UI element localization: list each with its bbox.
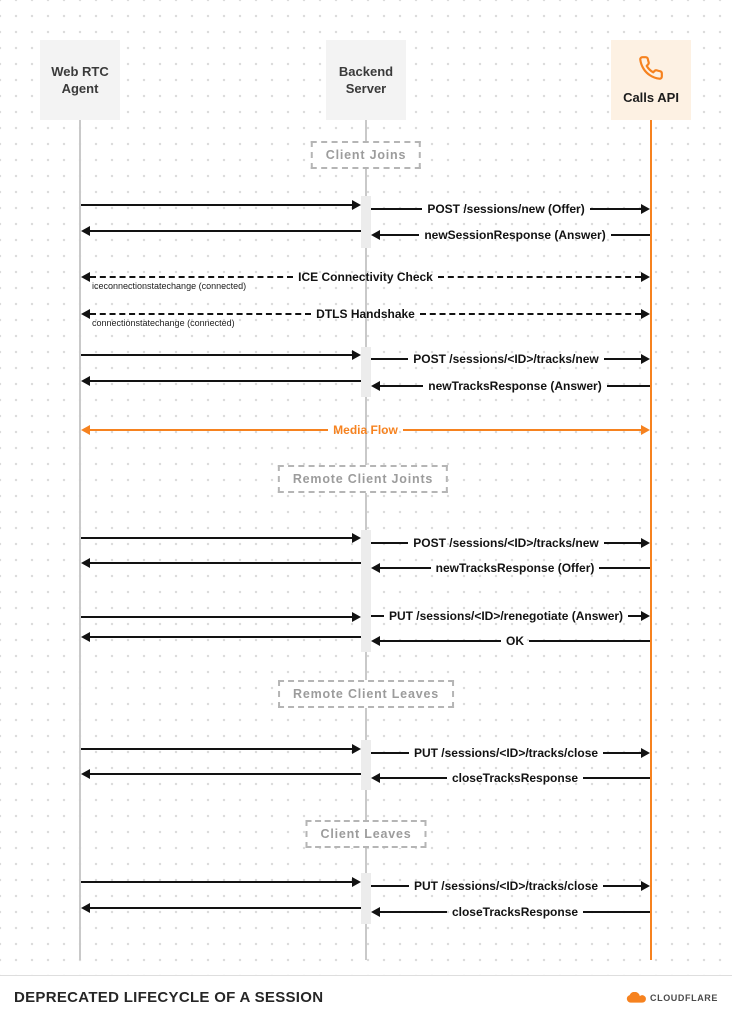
activation-bar <box>361 196 371 248</box>
media-flow-arrow: Media Flow <box>81 423 651 437</box>
message-arrow <box>81 198 361 212</box>
message-arrow: PUT /sessions/<ID>/renegotiate (Answer) <box>371 609 651 623</box>
message-arrow: closeTracksResponse <box>371 905 651 919</box>
message-label: closeTracksResponse <box>451 771 579 785</box>
activation-bar <box>361 873 371 924</box>
message-arrow: PUT /sessions/<ID>/tracks/close <box>371 746 651 760</box>
message-arrow: newTracksResponse (Answer) <box>371 379 650 393</box>
page-title: DEPRECATED LIFECYCLE OF A SESSION <box>14 989 324 1006</box>
activation-bar <box>361 740 371 790</box>
message-arrow <box>81 901 361 915</box>
message-label: closeTracksResponse <box>451 905 579 919</box>
message-label: Media Flow <box>333 423 398 437</box>
message-arrow <box>81 374 361 388</box>
participant-label: Server <box>345 81 387 96</box>
message-arrow-dtls: DTLS Handshake <box>81 307 651 321</box>
participant-calls-api: Calls API <box>611 40 691 120</box>
message-arrow <box>81 224 361 238</box>
message-label: POST /sessions/<ID>/tracks/new <box>413 536 599 550</box>
message-label: newTracksResponse (Offer) <box>435 561 595 575</box>
message-arrow <box>81 348 361 362</box>
message-label: PUT /sessions/<ID>/renegotiate (Answer) <box>388 609 624 623</box>
message-label: PUT /sessions/<ID>/tracks/close <box>413 746 599 760</box>
message-arrow <box>81 556 361 570</box>
message-label: POST /sessions/<ID>/tracks/new <box>413 352 599 366</box>
section-remote-client-joins: Remote Client Joints <box>277 465 449 493</box>
lifeline-calls-api <box>650 120 652 960</box>
message-arrow <box>81 742 361 756</box>
message-arrow <box>81 531 361 545</box>
cloudflare-cloud-icon <box>626 991 646 1003</box>
message-arrow: POST /sessions/<ID>/tracks/new <box>371 352 651 366</box>
participant-backend-server: Backend Server <box>326 40 406 120</box>
message-label: ICE Connectivity Check <box>298 270 433 284</box>
cloudflare-logo: CLOUDFLARE <box>626 991 718 1004</box>
message-arrow-ice: ICE Connectivity Check <box>81 270 651 284</box>
participant-label: Agent <box>61 81 99 96</box>
activation-bar <box>361 347 371 397</box>
message-arrow <box>81 767 361 781</box>
participant-label: Backend <box>338 64 394 79</box>
section-client-leaves: Client Leaves <box>305 820 427 848</box>
message-arrow: POST /sessions/new (Offer) <box>371 202 650 216</box>
message-arrow <box>81 630 361 644</box>
message-label: OK <box>506 634 524 648</box>
message-arrow: OK <box>371 634 650 648</box>
message-arrow: closeTracksResponse <box>371 771 651 785</box>
participant-label: Web RTC <box>51 64 109 79</box>
message-label: newTracksResponse (Answer) <box>428 379 602 393</box>
message-arrow <box>81 610 361 624</box>
message-arrow: PUT /sessions/<ID>/tracks/close <box>371 879 651 893</box>
activation-bar <box>361 530 371 652</box>
participant-label: Calls API <box>623 89 679 105</box>
message-label: newSessionResponse (Answer) <box>424 228 606 242</box>
participant-webrtc-agent: Web RTC Agent <box>40 40 120 120</box>
message-label: DTLS Handshake <box>316 307 415 321</box>
message-arrow <box>81 875 361 889</box>
event-note: iceconnectionstatechange (connected) <box>92 281 247 291</box>
phone-icon <box>638 55 664 83</box>
message-label: POST /sessions/new (Offer) <box>427 202 585 216</box>
cloudflare-wordmark: CLOUDFLARE <box>650 992 718 1003</box>
footer: DEPRECATED LIFECYCLE OF A SESSION CLOUDF… <box>0 975 732 1019</box>
event-note: connectionstatechange (connected) <box>92 318 235 328</box>
message-arrow: POST /sessions/<ID>/tracks/new <box>371 536 651 550</box>
message-label: PUT /sessions/<ID>/tracks/close <box>413 879 599 893</box>
message-arrow: newTracksResponse (Offer) <box>371 561 650 575</box>
message-arrow: newSessionResponse (Answer) <box>371 228 651 242</box>
section-client-joins: Client Joins <box>310 141 422 169</box>
section-remote-client-leaves: Remote Client Leaves <box>278 680 454 708</box>
lifeline-webrtc-agent <box>79 120 81 960</box>
